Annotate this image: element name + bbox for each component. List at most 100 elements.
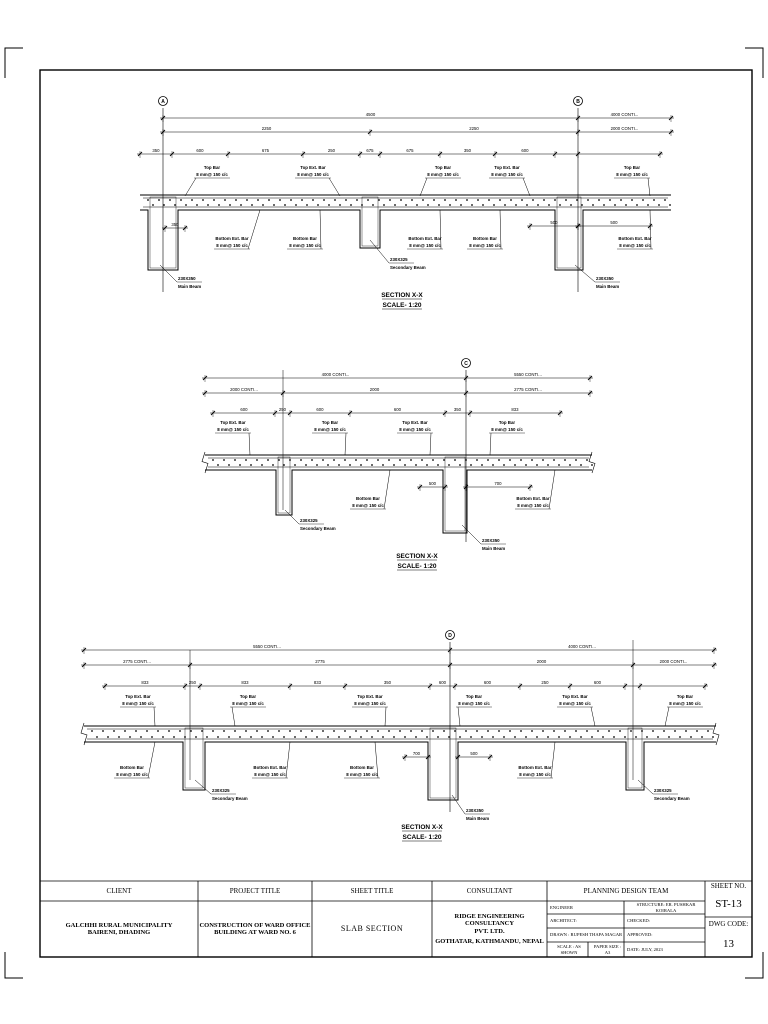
bottom-bar-label-leader <box>319 209 322 250</box>
dimension-label: 2000 <box>537 659 547 664</box>
rebar-dot <box>323 199 325 201</box>
bottom-bar-label-name: Bottom Ext. Bar <box>516 496 549 501</box>
top-bar-label-leader <box>248 432 251 456</box>
bottom-bar-label-spacing: 8 mm@ 150 c/c <box>289 243 321 248</box>
rebar-dot <box>685 730 687 732</box>
beam-leader <box>284 509 300 525</box>
rebar-dot <box>657 736 659 738</box>
top-bar-label-name: Top Bar <box>240 694 257 699</box>
paper-size-cell: PAPER SIZE : A3 <box>593 944 622 955</box>
dimension-label: 2775 CONTI... <box>514 387 542 392</box>
dimension-label: 5550 CONTI... <box>253 644 281 649</box>
rebar-dot <box>338 736 340 738</box>
dwg-code: 13 <box>723 937 734 950</box>
rebar-dot <box>509 730 511 732</box>
rebar-dot <box>690 736 692 738</box>
dimension-label: 833 <box>314 680 322 685</box>
grid-label: B <box>576 99 580 105</box>
rebar-dot <box>613 736 615 738</box>
rebar-dot <box>272 736 274 738</box>
dimension-label: 600 <box>196 148 204 153</box>
rebar-dot <box>283 736 285 738</box>
rebar-dot <box>360 464 362 466</box>
dimension-label: 600 <box>521 148 529 153</box>
rebar-dot <box>245 730 247 732</box>
rebar-dot <box>278 459 280 461</box>
rebar-dot <box>327 464 329 466</box>
rebar-dot <box>569 464 571 466</box>
rebar-dot <box>432 459 434 461</box>
rebar-dot <box>135 730 137 732</box>
rebar-dot <box>217 736 219 738</box>
top-bar-label-name: Top Ext. Bar <box>402 420 428 425</box>
rebar-dot <box>338 464 340 466</box>
dimension-label: 2000 CONTI... <box>230 387 258 392</box>
top-bar-label-leader <box>153 706 156 727</box>
rebar-dot <box>278 730 280 732</box>
client-line1: GALCHHI RURAL MUNICIPALITY <box>65 921 173 929</box>
slab-bottom <box>140 209 671 271</box>
beam-type: Main Beam <box>178 284 201 289</box>
rebar-dot <box>360 736 362 738</box>
rebar-dot <box>158 199 160 201</box>
top-bar-label-name: Top Ext. Bar <box>125 694 151 699</box>
rebar-dot <box>311 730 313 732</box>
dimension-label: 833 <box>241 680 249 685</box>
rebar-dot <box>333 459 335 461</box>
rebar-dot <box>349 464 351 466</box>
top-bar-label-leader <box>344 432 347 456</box>
rebar-dot <box>174 204 176 206</box>
beam-stirrup <box>184 727 204 789</box>
section-scale: SCALE- 1:20 <box>382 302 421 309</box>
rebar-dot <box>404 736 406 738</box>
rebar-dot <box>344 459 346 461</box>
top-bar-label-spacing: 8 mm@ 150 c/c <box>297 172 329 177</box>
rebar-dot <box>316 736 318 738</box>
rebar-dot <box>217 464 219 466</box>
beam-type: Secondary Beam <box>300 526 336 531</box>
rebar-dot <box>481 464 483 466</box>
rebar-dot <box>294 736 296 738</box>
rebar-dot <box>206 736 208 738</box>
top-bar-label-spacing: 8 mm@ 150 c/c <box>491 427 523 432</box>
rebar-dot <box>261 736 263 738</box>
slab-bottom <box>205 469 592 534</box>
dimension-label: 2775 CONTI... <box>123 659 151 664</box>
rebar-dot <box>300 730 302 732</box>
rebar-dot <box>652 730 654 732</box>
bottom-bar-label-leader <box>550 741 556 779</box>
top-bar-label-spacing: 8 mm@ 150 c/c <box>458 701 490 706</box>
rebar-dot <box>180 199 182 201</box>
rebar-dot <box>212 459 214 461</box>
bottom-bar-label-name: Bottom Bar <box>293 236 317 241</box>
rebar-dot <box>454 730 456 732</box>
beam-size: 230X325 <box>212 788 230 793</box>
bottom-bar-label-spacing: 8 mm@ 150 c/c <box>469 243 501 248</box>
consultant-line1: RIDGE ENGINEERING CONSULTANCY <box>454 912 525 928</box>
dimension-label: 250 <box>279 407 287 412</box>
rebar-dot <box>377 459 379 461</box>
bottom-bar-label-leader <box>374 741 379 779</box>
rebar-dot <box>487 459 489 461</box>
top-bar-label-name: Top Bar <box>466 694 483 699</box>
rebar-dot <box>421 459 423 461</box>
rebar-dot <box>140 736 142 738</box>
rebar-dot <box>168 730 170 732</box>
rebar-dot <box>295 204 297 206</box>
top-bar-label-name: Top Bar <box>435 165 452 170</box>
rebar-dot <box>669 204 671 206</box>
rebar-dot <box>531 730 533 732</box>
rebar-dot <box>498 459 500 461</box>
dimension-label: 2250 <box>469 126 479 131</box>
top-bar-label-name: Top Ext. Bar <box>220 420 246 425</box>
rebar-dot <box>250 464 252 466</box>
dimension-label: 833 <box>141 680 149 685</box>
rebar-dot <box>378 199 380 201</box>
rebar-dot <box>322 730 324 732</box>
engineer-cell: ENGINEER <box>550 904 573 910</box>
rebar-dot <box>366 459 368 461</box>
top-bar-label-leader <box>419 177 428 197</box>
rebar-dot <box>630 730 632 732</box>
dimension-label: 350 <box>152 148 160 153</box>
rebar-dot <box>312 199 314 201</box>
